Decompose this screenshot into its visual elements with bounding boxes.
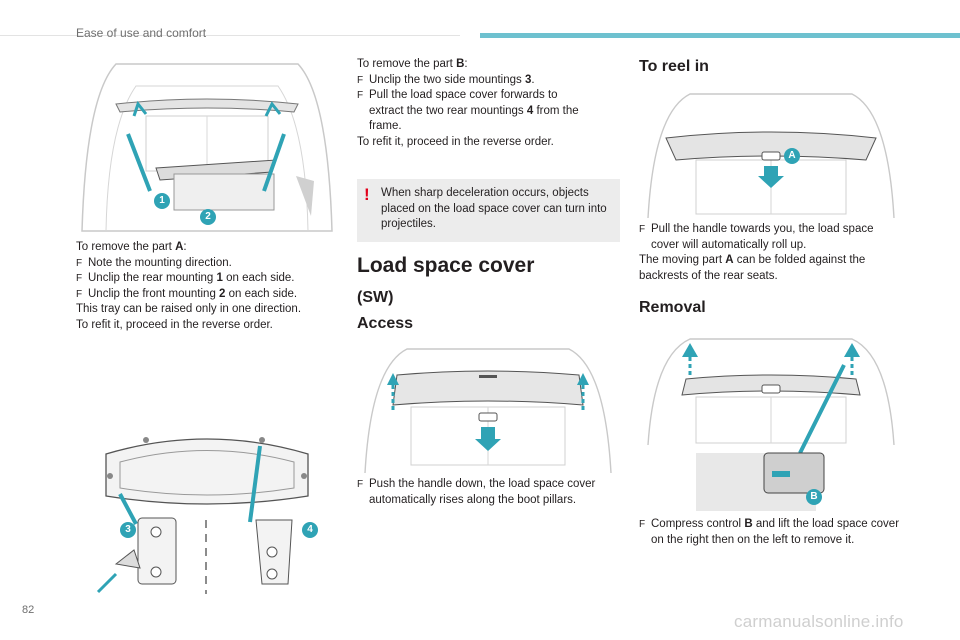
callout-4: 4 <box>302 522 318 538</box>
figure-removal: B <box>640 335 902 513</box>
callout-b-removal: B <box>806 489 822 505</box>
col2-refit: To refit it, proceed in the reverse orde… <box>357 135 554 148</box>
header-rule <box>0 35 460 36</box>
callout-2: 2 <box>200 209 216 225</box>
col1-note2: To refit it, proceed in the reverse orde… <box>76 318 273 331</box>
heading-sw: (SW) <box>357 289 394 306</box>
section-title: Ease of use and comfort <box>76 26 207 40</box>
figure-panel-mountings: 3 4 <box>76 424 338 596</box>
heading-load-space-cover: Load space cover <box>357 254 535 277</box>
heading-access: Access <box>357 315 414 332</box>
col1-note1: This tray can be raised only in one dire… <box>76 303 302 315</box>
callout-3: 3 <box>120 522 136 538</box>
heading-removal: Removal <box>639 299 706 316</box>
figure-parcel-shelf-removal: 1 2 <box>76 56 338 234</box>
callout-1: 1 <box>154 193 170 209</box>
heading-reel-in: To reel in <box>639 58 709 75</box>
figure-access <box>357 345 619 475</box>
header-accent-bar <box>480 33 960 38</box>
warning-text: When sharp deceleration occurs, objects … <box>381 187 607 230</box>
watermark: carmanualsonline.info <box>734 612 904 631</box>
page-number: 82 <box>22 604 35 616</box>
figure-reel-in: A <box>640 90 902 218</box>
callout-a-reel: A <box>784 148 800 164</box>
warning-icon: ! <box>364 185 370 204</box>
warning-box: ! When sharp deceleration occurs, object… <box>357 179 620 242</box>
